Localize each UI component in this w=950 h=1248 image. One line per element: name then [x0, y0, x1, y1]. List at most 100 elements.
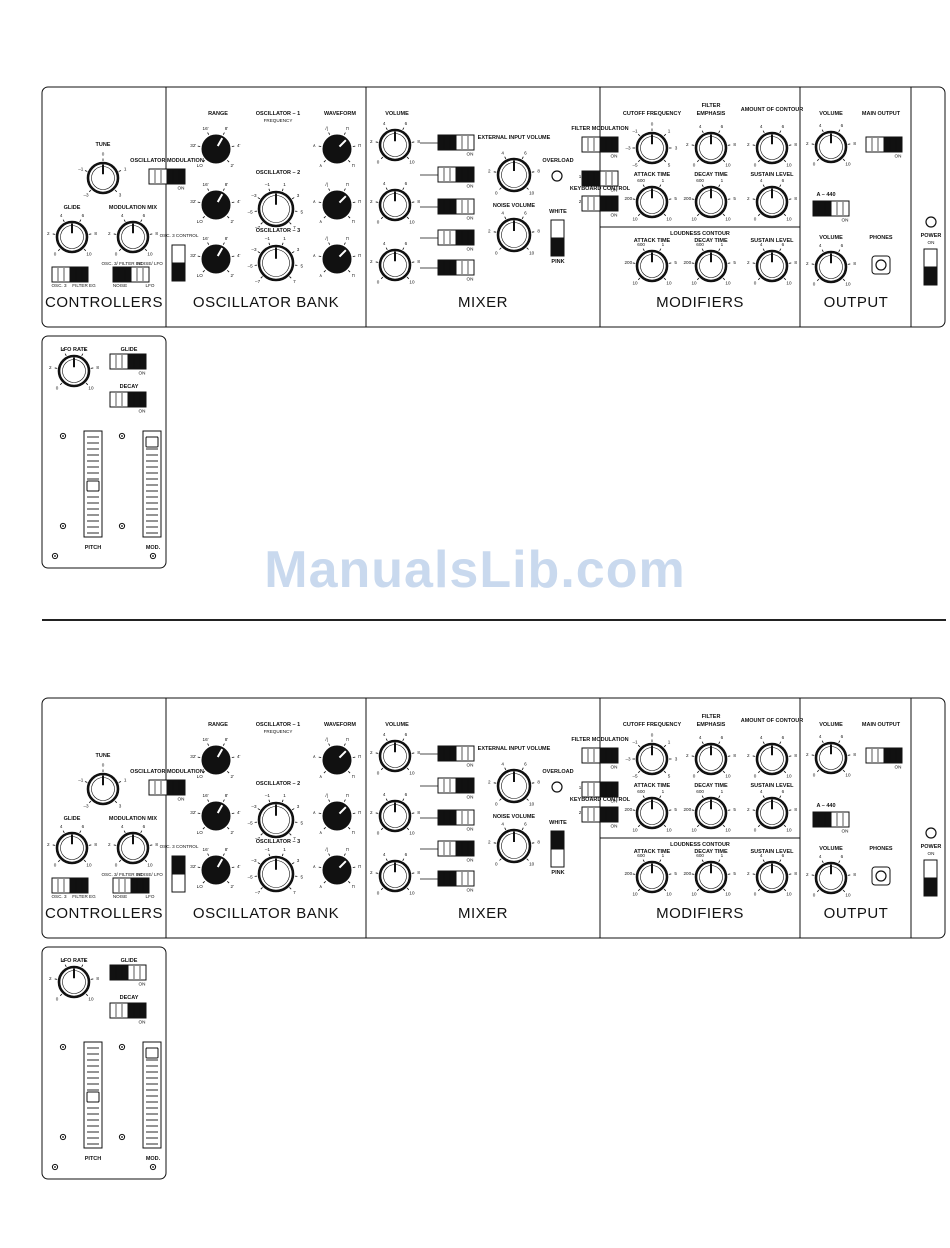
lfo-rate-knob[interactable]: [57, 354, 91, 388]
mixer-volume-knob-1-scale-label: 4: [383, 732, 386, 737]
range-knob-1[interactable]: [201, 745, 231, 775]
tune-knob-scale-label: 0: [102, 152, 105, 157]
waveform-knob-2[interactable]: [322, 190, 352, 220]
phones-volume-knob[interactable]: [814, 250, 848, 284]
mixer-volume-knob-2[interactable]: [378, 188, 412, 222]
noise-volume-knob-tick: [504, 827, 507, 831]
mixer-volume-knob-1[interactable]: [378, 128, 412, 162]
filter-decay-knob[interactable]: [694, 796, 728, 830]
glide-knob[interactable]: [55, 831, 89, 865]
modulation-mix-knob[interactable]: [116, 220, 150, 254]
external-input-knob[interactable]: [496, 157, 532, 193]
loudness-attack-knob-tick: [642, 859, 645, 863]
noise-volume-knob[interactable]: [496, 217, 532, 253]
output-volume-label: VOLUME: [819, 111, 843, 117]
filter-sustain-knob-scale-label: 10: [786, 828, 792, 833]
range-knob-3[interactable]: [201, 855, 231, 885]
filter-decay-knob[interactable]: [694, 185, 728, 219]
pitch-wheel-label: PITCH: [85, 545, 102, 551]
cutoff-knob[interactable]: [635, 742, 669, 776]
filter-sustain-knob[interactable]: [755, 185, 789, 219]
amount-knob[interactable]: [755, 131, 789, 165]
waveform-knob-2[interactable]: [322, 801, 352, 831]
waveform-knob-3-scale-label: ∧: [319, 884, 322, 889]
tune-knob-scale-label: –1: [78, 777, 84, 782]
modulation-wheel[interactable]: [142, 430, 162, 538]
frequency-knob-3[interactable]: [257, 855, 295, 893]
range-knob-2[interactable]: [201, 190, 231, 220]
range-knob-1-scale-label: LO: [197, 163, 204, 168]
cutoff-knob-tick: [637, 133, 641, 137]
mixer-on-switch-3-paddle: [437, 198, 457, 215]
range-knob-2[interactable]: [201, 801, 231, 831]
filter-attack-knob[interactable]: [635, 796, 669, 830]
glide-knob[interactable]: [55, 220, 89, 254]
loudness-sustain-knob[interactable]: [755, 249, 789, 283]
lfo-rate-knob[interactable]: [57, 965, 91, 999]
a440-switch-paddle: [812, 200, 832, 217]
range-knob-1-scale-label: LO: [197, 774, 204, 779]
tune-knob[interactable]: [86, 772, 120, 806]
mixer-volume-knob-3[interactable]: [378, 248, 412, 282]
tune-knob[interactable]: [86, 161, 120, 195]
range-knob-2-scale-label: 2': [231, 830, 235, 835]
waveform-knob-1[interactable]: [322, 134, 352, 164]
loudness-attack-knob[interactable]: [635, 860, 669, 894]
range-knob-3-scale-label: 32': [190, 253, 196, 258]
frequency-knob-3[interactable]: [257, 244, 295, 282]
emphasis-knob[interactable]: [694, 742, 728, 776]
loudness-decay-knob[interactable]: [694, 249, 728, 283]
cutoff-knob-scale-label: –1: [632, 129, 638, 134]
mixer-volume-knob-1[interactable]: [378, 739, 412, 773]
modulation-mix-knob-tick: [123, 830, 126, 834]
cutoff-knob[interactable]: [635, 131, 669, 165]
frequency-knob-2-scale-label: –5: [248, 210, 254, 215]
loudness-attack-knob-tick: [663, 277, 667, 281]
loudness-contour-label: LOUDNESS CONTOUR: [670, 842, 730, 848]
mixer-volume-knob-2[interactable]: [378, 799, 412, 833]
modulation-mix-knob[interactable]: [116, 831, 150, 865]
mixer-volume-knob-3-scale-label: 6: [405, 852, 408, 857]
waveform-knob-2-scale-label: ⊓: [358, 199, 362, 204]
output-volume-knob[interactable]: [814, 130, 848, 164]
loudness-sustain-knob[interactable]: [755, 860, 789, 894]
glide-knob-tick: [83, 248, 87, 252]
filter-eg-label: FILTER EG: [72, 894, 96, 899]
filter-sustain-knob[interactable]: [755, 796, 789, 830]
waveform-knob-2-pointer: [338, 195, 347, 204]
waveform-knob-3[interactable]: [322, 855, 352, 885]
range-knob-3[interactable]: [201, 244, 231, 274]
amount-knob[interactable]: [755, 742, 789, 776]
filter-sustain-knob-tick: [757, 824, 761, 828]
mixer-volume-knob-2-tick: [402, 187, 405, 191]
emphasis-knob[interactable]: [694, 131, 728, 165]
loudness-attack-knob[interactable]: [635, 249, 669, 283]
waveform-knob-1-pointer: [338, 750, 347, 759]
noise-volume-knob-scale-label: 10: [529, 250, 535, 255]
decay-switch-on-label: ON: [139, 409, 146, 414]
mixer-volume-knob-2-tick: [385, 798, 388, 802]
frequency-knob-2[interactable]: [257, 801, 295, 839]
external-input-knob[interactable]: [496, 768, 532, 804]
loudness-decay-knob[interactable]: [694, 860, 728, 894]
modulation-wheel[interactable]: [142, 1041, 162, 1149]
phones-volume-knob-tick: [821, 860, 824, 864]
output-volume-knob[interactable]: [814, 741, 848, 775]
mixer-volume-knob-3[interactable]: [378, 859, 412, 893]
filter-attack-knob-scale-label: 1: [662, 789, 665, 794]
mixer-volume-knob-1-tick: [380, 767, 384, 771]
range-knob-1[interactable]: [201, 134, 231, 164]
amount-knob-scale-label: 2: [747, 142, 750, 147]
noise-volume-knob[interactable]: [496, 828, 532, 864]
frequency-knob-2[interactable]: [257, 190, 295, 228]
filter-sustain-knob-tick: [762, 795, 765, 799]
noise-label: NOISE: [113, 283, 127, 288]
waveform-knob-3[interactable]: [322, 244, 352, 274]
phones-volume-knob[interactable]: [814, 861, 848, 895]
external-input-knob-scale-label: 6: [524, 150, 527, 155]
waveform-knob-1[interactable]: [322, 745, 352, 775]
overload-lamp: [551, 781, 563, 793]
mixer-volume-knob-3-tick: [402, 858, 405, 862]
filter-attack-knob[interactable]: [635, 185, 669, 219]
loudness-decay-knob-scale-label: 10: [725, 281, 731, 286]
